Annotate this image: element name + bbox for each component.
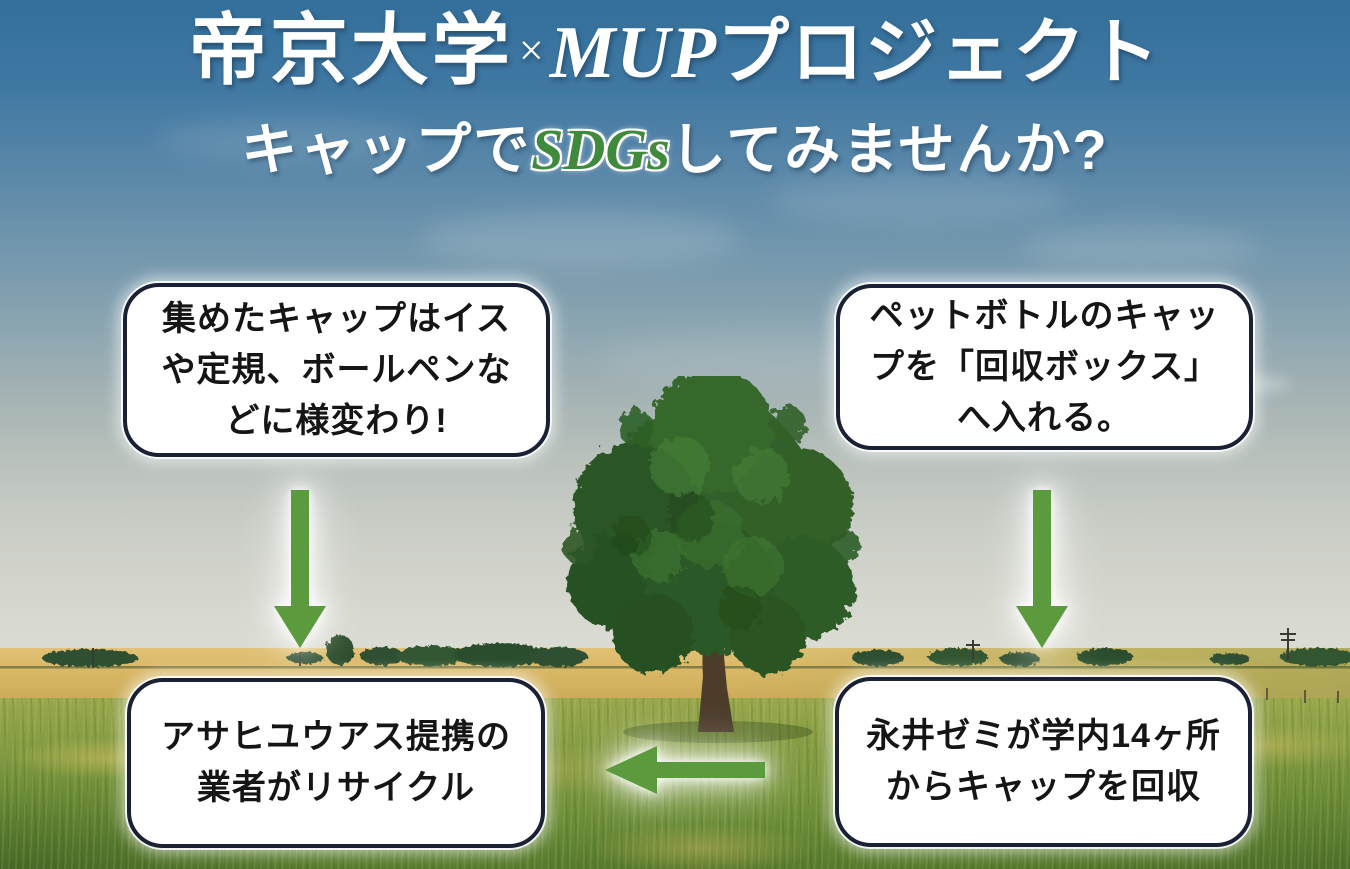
flow-box-recycle: アサヒユウアス提携の 業者がリサイクル — [127, 678, 545, 848]
subtitle-tail: してみませんか? — [669, 118, 1109, 181]
subtitle-sdgs: SDGs — [531, 117, 670, 182]
subtitle-lead: キャップで — [241, 118, 532, 181]
poster-subtitle: キャップでSDGsしてみませんか? — [0, 112, 1350, 187]
down-arrow-left — [274, 490, 326, 648]
multiply-sign: × — [518, 26, 544, 75]
flow-box-transform: 集めたキャップはイス や定規、ボールペンな どに様変わり! — [123, 283, 550, 457]
flow-box-deposit: ペットボトルのキャッ プを「回収ボックス」 へ入れる。 — [836, 284, 1253, 450]
left-arrow-middle — [605, 746, 765, 794]
utility-poles — [92, 628, 1296, 668]
title-brand: MUP — [549, 12, 718, 94]
flow-box-transform-text: 集めたキャップはイス や定規、ボールペンな どに様変わり! — [161, 299, 512, 440]
lone-tree — [562, 376, 861, 743]
title-project: プロジェクト — [717, 13, 1162, 93]
flow-box-deposit-text: ペットボトルのキャッ プを「回収ボックス」 へ入れる。 — [869, 296, 1220, 437]
flow-box-collect-text: 永井ゼミが学内14ヶ所 からキャップを回収 — [866, 717, 1221, 806]
cloud — [1020, 226, 1260, 270]
tree-canopy — [562, 376, 861, 674]
poster-title: 帝京大学×MUPプロジェクト — [0, 6, 1350, 96]
cloud — [420, 210, 740, 268]
fence-posts — [1266, 688, 1339, 703]
cloud — [160, 118, 420, 162]
down-arrow-right — [1016, 490, 1068, 648]
cloud — [770, 175, 1070, 225]
title-school: 帝京大学 — [188, 7, 513, 94]
flow-box-recycle-text: アサヒユウアス提携の 業者がリサイクル — [161, 718, 511, 807]
flow-box-collect: 永井ゼミが学内14ヶ所 からキャップを回収 — [835, 677, 1252, 847]
